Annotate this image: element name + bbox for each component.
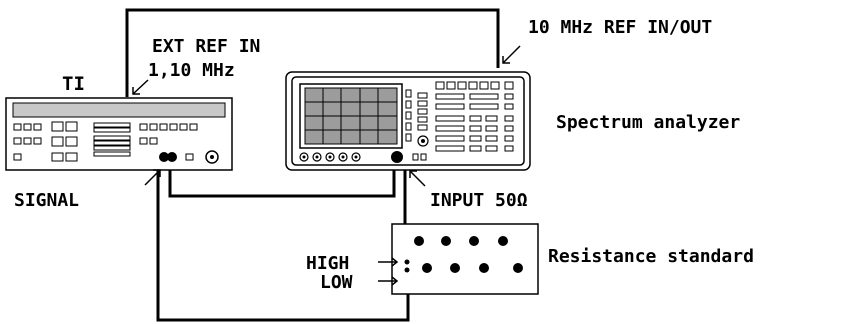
low-label: LOW <box>320 272 353 293</box>
signal-label: SIGNAL <box>14 190 79 211</box>
low-lead <box>156 158 410 322</box>
reference-cable <box>125 8 500 97</box>
ti-instrument <box>5 97 233 171</box>
input-pointer <box>409 170 426 187</box>
ref-in-out-pointer <box>502 45 521 64</box>
high-pointer <box>378 257 399 267</box>
ext-ref-in-label: EXT REF IN <box>152 36 260 57</box>
input-label: INPUT 50Ω <box>430 190 528 211</box>
ti-label: TI <box>62 73 85 95</box>
high-label: HIGH <box>306 253 349 274</box>
ext-ref-pointer <box>132 79 149 95</box>
ref-in-out-label: 10 MHz REF IN/OUT <box>528 17 712 38</box>
signal-cable <box>168 158 396 198</box>
resistance-standard-box <box>391 223 539 295</box>
spectrum-analyzer-label: Spectrum analyzer <box>556 112 740 133</box>
spectrum-analyzer-instrument <box>285 71 531 171</box>
ext-ref-frequency-label: 1,10 MHz <box>148 60 235 81</box>
low-pointer <box>378 276 399 286</box>
resistance-standard-label: Resistance standard <box>548 246 754 267</box>
signal-pointer <box>144 169 161 186</box>
